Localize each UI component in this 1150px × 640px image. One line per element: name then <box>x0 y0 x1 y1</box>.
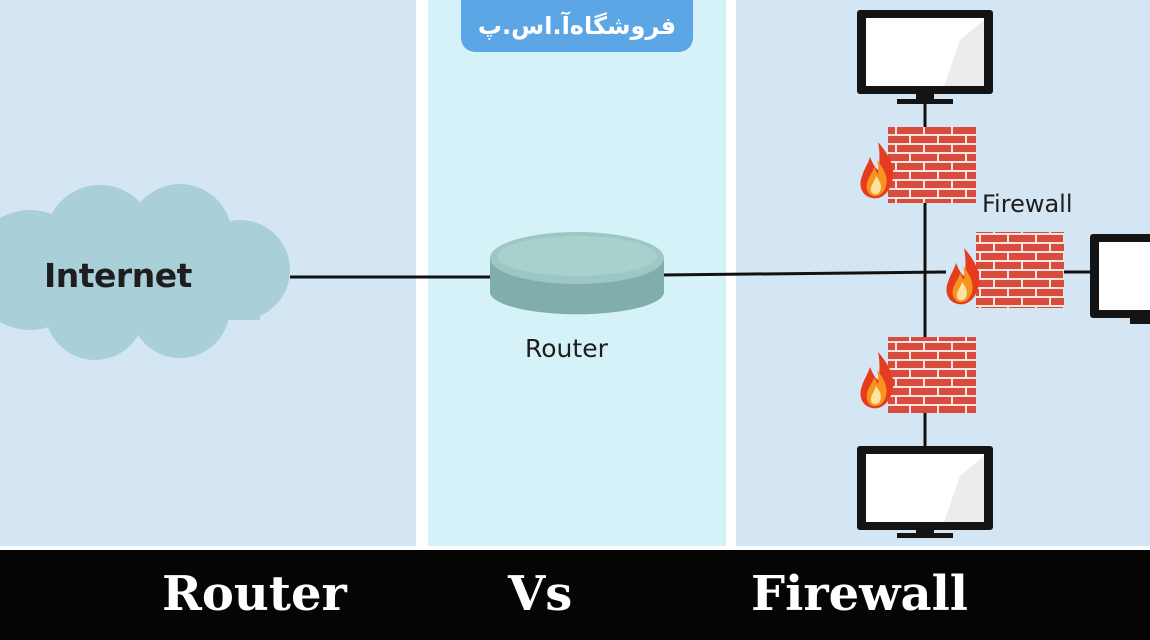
cloud-icon <box>0 184 290 360</box>
title-vs: Vs <box>508 566 573 622</box>
router-label: Router <box>525 334 608 363</box>
monitor-icon <box>1090 234 1150 324</box>
router-icon <box>490 232 664 315</box>
title-router: Router <box>162 566 347 622</box>
firewall-icon <box>946 232 1064 308</box>
network-diagram <box>0 10 1150 538</box>
title-bar <box>0 550 1150 640</box>
monitor-icon <box>857 10 993 104</box>
firewall-icon <box>860 127 976 203</box>
watermark-badge: فروشگاه‌آ.اس.پ <box>461 0 693 52</box>
firewall-label: Firewall <box>982 190 1073 218</box>
monitor-icon <box>857 446 993 538</box>
watermark-text: فروشگاه‌آ.اس.پ <box>477 12 677 40</box>
firewall-icon <box>860 337 976 413</box>
internet-label: Internet <box>44 256 192 295</box>
title-firewall: Firewall <box>751 566 969 622</box>
